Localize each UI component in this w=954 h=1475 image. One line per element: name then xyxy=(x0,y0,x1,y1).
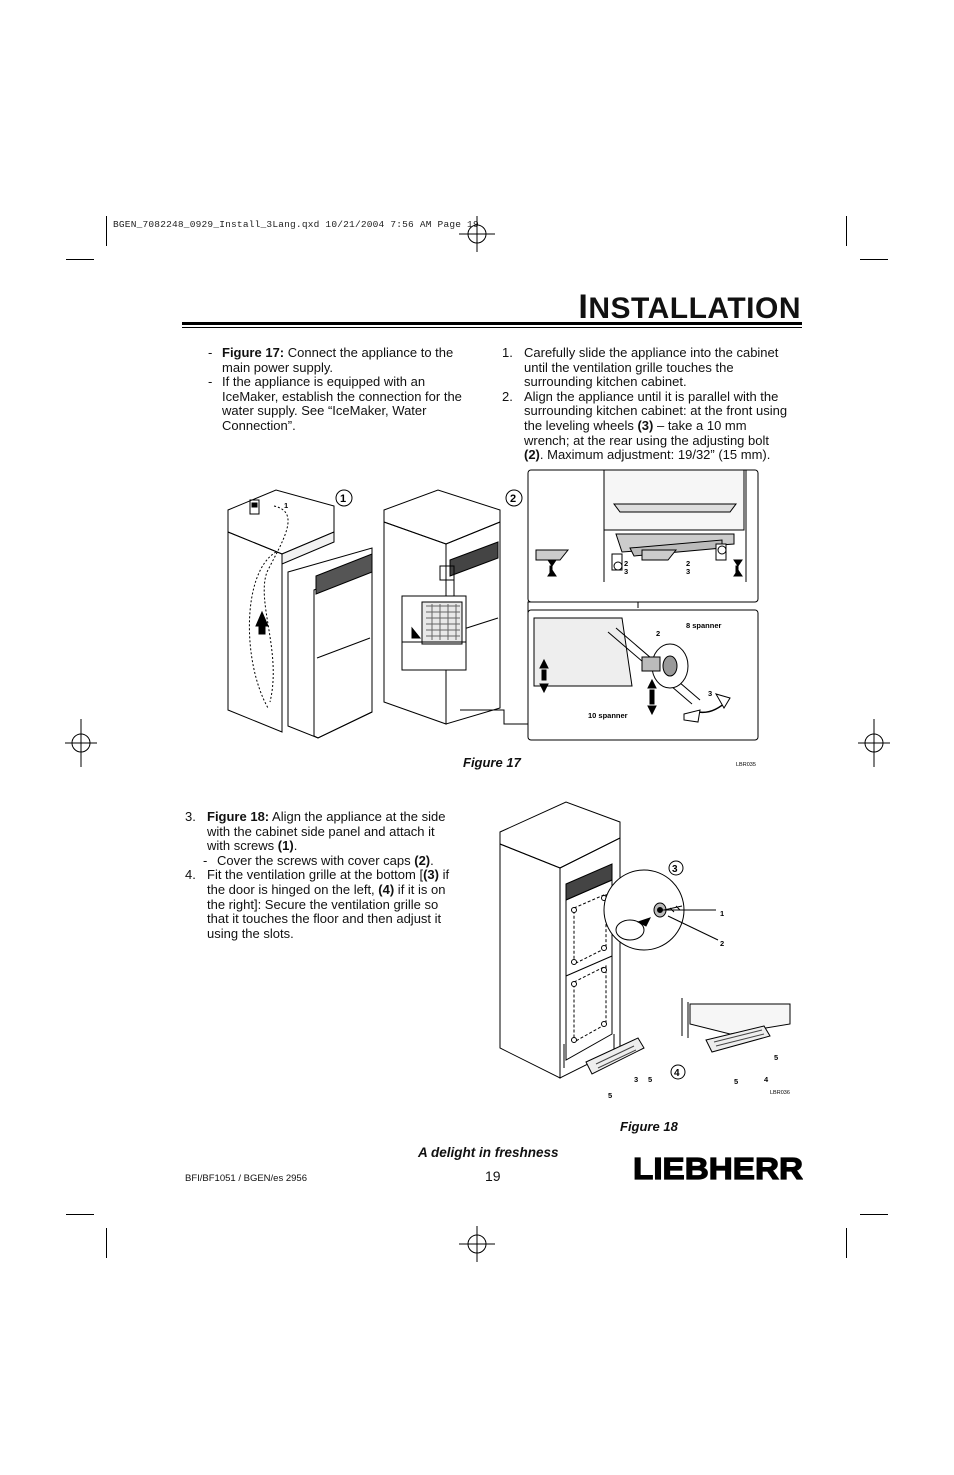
callout-2: 2 xyxy=(510,493,516,505)
figure-label: 3 xyxy=(624,567,628,576)
list-item: 3. Figure 18: Align the appliance at the… xyxy=(185,809,446,854)
crop-mark xyxy=(846,1228,847,1258)
crop-mark xyxy=(106,1228,107,1258)
figure-label: 5 xyxy=(734,1077,738,1086)
left-column-text: - Figure 17: Connect the appliance to th… xyxy=(208,345,470,434)
list-item: 4. Fit the ventilation grille at the bot… xyxy=(185,867,450,941)
figure-18-illustration: 3 4 1 2 3 5 5 5 5 4 LBR036 xyxy=(499,801,791,1100)
liebherr-logo: LIEBHERR xyxy=(632,1150,803,1186)
crop-mark xyxy=(860,259,888,260)
callout-4: 4 xyxy=(674,1068,680,1079)
svg-text:LIEBHERR: LIEBHERR xyxy=(633,1152,803,1182)
figure-label: 3 xyxy=(708,689,712,698)
title-rule xyxy=(182,322,802,325)
figure-17-illustration: 1 2 1 2 3 2 3 2 3 8 spanner 10 spanner L… xyxy=(227,469,759,768)
figure-label: 5 xyxy=(648,1075,652,1084)
figure-label: 3 xyxy=(634,1075,638,1084)
tagline: A delight in freshness xyxy=(418,1145,559,1160)
list-item: - Figure 17: Connect the appliance to th… xyxy=(208,345,454,375)
crop-mark xyxy=(66,259,94,260)
list-item: - If the appliance is equipped with an I… xyxy=(208,374,462,433)
list-item: 1. Carefully slide the appliance into th… xyxy=(502,345,779,390)
figure-label: 5 xyxy=(774,1053,778,1062)
registration-mark xyxy=(65,719,97,767)
figure-18-caption: Figure 18 xyxy=(620,1119,678,1134)
page-number: 19 xyxy=(485,1168,501,1184)
registration-mark xyxy=(459,1226,495,1262)
crop-mark xyxy=(106,216,107,246)
figure-label: 10 spanner xyxy=(588,711,628,720)
model-number: BFI/BF1051 / BGEN/es 2956 xyxy=(185,1173,307,1184)
figure-label: 2 xyxy=(656,629,660,638)
figure-label: 2 xyxy=(624,559,628,568)
figure-label: 1 xyxy=(284,501,288,510)
registration-mark xyxy=(858,719,890,767)
crop-mark xyxy=(66,1214,94,1215)
figure-label: 8 spanner xyxy=(686,621,722,630)
printer-slug: BGEN_7082248_0929_Install_3Lang.qxd 10/2… xyxy=(113,219,479,230)
figure-code: LBR036 xyxy=(770,1090,790,1096)
callout-3: 3 xyxy=(672,864,678,875)
figure-label: 1 xyxy=(720,909,724,918)
figure-17-caption: Figure 17 xyxy=(463,755,521,770)
figure-label: 5 xyxy=(608,1091,612,1100)
figure-code: LBR035 xyxy=(736,762,756,768)
page-title: INSTALLATION xyxy=(578,288,801,326)
crop-mark xyxy=(846,216,847,246)
callout-1: 1 xyxy=(340,493,346,505)
title-rule-thin xyxy=(182,327,802,328)
list-item: - Cover the screws with cover caps (2). xyxy=(203,852,434,868)
list-item: 2. Align the appliance until it is paral… xyxy=(502,388,788,463)
right-column-text: 1. Carefully slide the appliance into th… xyxy=(502,345,792,463)
figure-label: 2 xyxy=(720,939,724,948)
figure-label: 3 xyxy=(686,567,690,576)
crop-mark xyxy=(860,1214,888,1215)
figure-label: 4 xyxy=(764,1075,769,1084)
lower-text: 3. Figure 18: Align the appliance at the… xyxy=(185,809,451,941)
registration-mark xyxy=(459,216,495,252)
figure-label: 2 xyxy=(686,559,690,568)
